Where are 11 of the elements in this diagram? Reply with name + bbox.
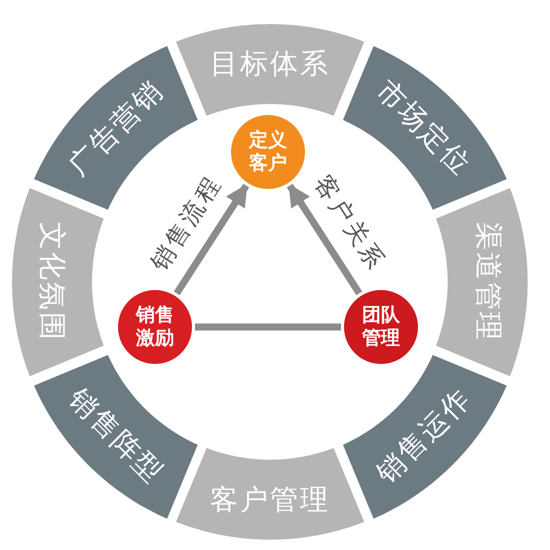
arrow [174,184,250,296]
node-label: 团队管理 [361,304,401,350]
node-label: 销售激励 [134,304,175,350]
segment-label: 渠道管理 [470,222,506,342]
segment-label: 目标体系 [210,46,330,82]
arrow [286,184,362,296]
segment-label: 销售阵型 [61,380,172,492]
segment-label: 文化氛围 [35,222,70,342]
node-label: 定义客户 [248,129,288,175]
segment-label: 销售运作 [368,380,479,492]
segment-label: 客户管理 [210,482,330,518]
